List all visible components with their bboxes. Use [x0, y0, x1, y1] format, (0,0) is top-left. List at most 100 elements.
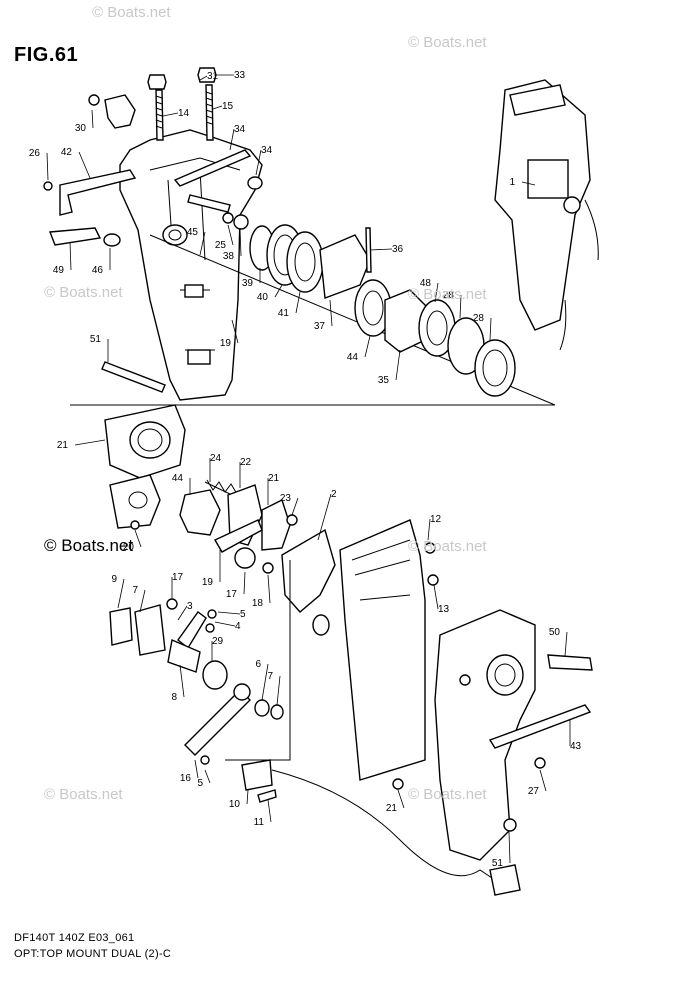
part-label-16: 16	[180, 773, 192, 784]
leader-line-25	[227, 224, 234, 246]
part-label-9: 9	[111, 574, 117, 585]
part-label-46: 46	[92, 265, 104, 276]
leader-line-48	[434, 282, 439, 303]
part-label-41: 41	[278, 308, 290, 319]
diagram-subtitle: OPT:TOP MOUNT DUAL (2)-C	[14, 948, 172, 960]
leader-line-34	[255, 149, 262, 176]
leader-line-9	[117, 578, 125, 609]
part-label-7: 7	[267, 671, 273, 682]
part-label-1: 1	[509, 177, 515, 188]
part-label-39: 39	[242, 278, 254, 289]
leader-line-44	[364, 335, 371, 358]
leader-line-40	[274, 284, 283, 298]
watermark-top-left: © Boats.net	[92, 4, 171, 21]
leader-line-26	[46, 152, 49, 181]
part-label-40: 40	[257, 292, 269, 303]
leader-line-51	[508, 831, 511, 864]
leader-line-35	[395, 349, 401, 381]
leader-line-45	[199, 231, 206, 256]
shaft-ring-stack	[249, 224, 516, 397]
part-label-45: 45	[187, 227, 199, 238]
remote-control-box	[494, 79, 599, 351]
part-label-28: 28	[443, 290, 455, 301]
leader-line-15	[212, 105, 223, 110]
part-label-27: 27	[528, 786, 540, 797]
part-label-18: 18	[252, 598, 264, 609]
part-label-37: 37	[314, 321, 326, 332]
leader-line-8	[179, 664, 185, 698]
part-label-21: 21	[57, 440, 69, 451]
part-label-21: 21	[268, 473, 280, 484]
watermark-mid-right: © Boats.net	[408, 286, 487, 303]
part-label-14: 14	[178, 108, 190, 119]
leader-line-37	[329, 299, 333, 327]
leader-line-21	[74, 439, 106, 446]
leader-line-1	[521, 181, 536, 186]
leader-line-21	[397, 789, 405, 809]
leader-line-13	[433, 584, 439, 610]
part-label-5: 5	[197, 778, 203, 789]
leader-line-16	[194, 759, 199, 779]
part-label-28: 28	[473, 313, 485, 324]
leader-line-2	[317, 493, 332, 541]
part-label-44: 44	[172, 473, 184, 484]
part-label-8: 8	[171, 692, 177, 703]
part-label-26: 26	[29, 148, 41, 159]
diagram-code: DF140T 140Z E03_061	[14, 932, 135, 944]
part-label-34: 34	[234, 124, 246, 135]
leader-line-28	[489, 317, 492, 341]
part-label-49: 49	[53, 265, 65, 276]
part-label-20: 20	[123, 542, 135, 553]
leader-line-38	[239, 227, 242, 257]
watermark-mid-left: © Boats.net	[44, 284, 123, 301]
leader-line-42	[78, 151, 91, 179]
part-label-11: 11	[254, 817, 265, 828]
part-label-12: 12	[430, 514, 442, 525]
part-label-4: 4	[235, 621, 241, 632]
leader-line-36	[369, 248, 393, 251]
part-label-43: 43	[570, 741, 582, 752]
part-label-17: 17	[172, 572, 184, 583]
part-label-21: 21	[386, 803, 398, 814]
part-label-44: 44	[347, 352, 359, 363]
leader-line-7	[139, 589, 146, 613]
part-label-50: 50	[549, 627, 561, 638]
part-label-38: 38	[223, 251, 235, 262]
leader-line-4	[214, 621, 236, 627]
part-label-25: 25	[215, 240, 227, 251]
part-label-35: 35	[378, 375, 390, 386]
part-label-7: 7	[132, 585, 138, 596]
part-number-labels: 1234556778910111213141516171718191920212…	[29, 70, 582, 869]
part-label-19: 19	[202, 577, 214, 588]
leader-line-34	[229, 128, 235, 151]
part-label-6: 6	[255, 659, 261, 670]
watermark-center-left: © Boats.net	[44, 536, 134, 555]
part-label-51: 51	[492, 858, 504, 869]
leader-line-5	[217, 611, 241, 615]
part-label-22: 22	[240, 457, 252, 468]
leader-line-14	[162, 112, 179, 117]
part-label-33: 33	[234, 70, 246, 81]
part-label-2: 2	[331, 489, 337, 500]
part-label-24: 24	[210, 453, 222, 464]
leader-line-28	[459, 294, 462, 319]
part-label-3: 3	[187, 601, 193, 612]
part-label-15: 15	[222, 101, 234, 112]
watermark-top-right: © Boats.net	[408, 34, 487, 51]
part-label-34: 34	[261, 145, 273, 156]
leader-line-27	[539, 769, 547, 792]
part-label-48: 48	[420, 278, 432, 289]
part-label-10: 10	[229, 799, 241, 810]
leader-line-31	[199, 75, 208, 81]
part-label-29: 29	[212, 636, 224, 647]
leader-line-17	[243, 571, 246, 595]
watermark-center-right: © Boats.net	[408, 538, 487, 555]
leader-line-6	[261, 663, 269, 701]
part-label-17: 17	[226, 589, 238, 600]
leader-line-12	[427, 518, 431, 541]
part-label-23: 23	[280, 493, 292, 504]
leader-line-3	[177, 605, 188, 621]
watermark-bottom-left: © Boats.net	[44, 786, 123, 803]
part-label-36: 36	[392, 244, 404, 255]
